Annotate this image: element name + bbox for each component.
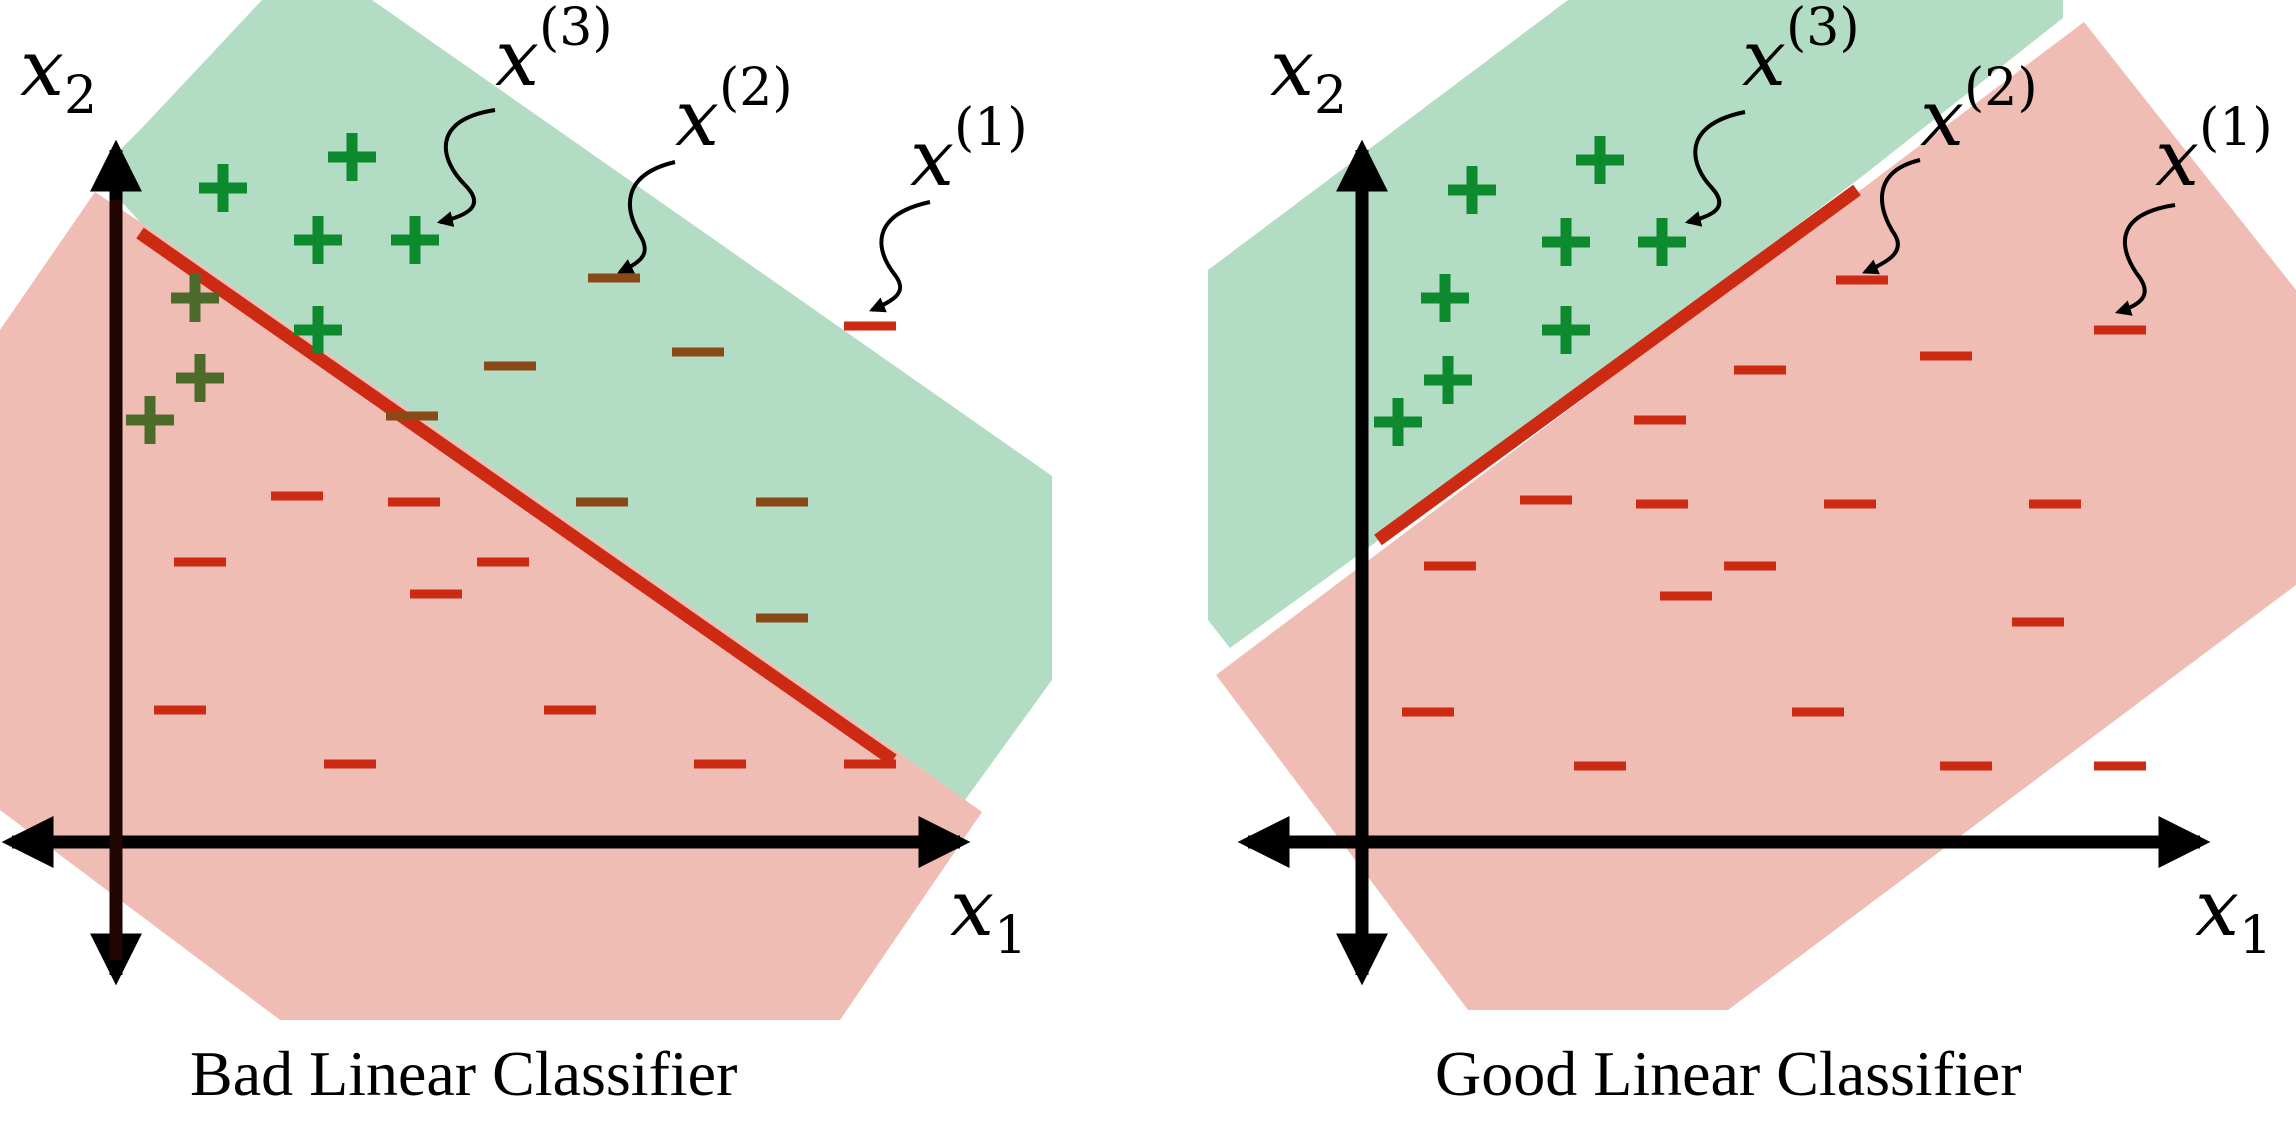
axes <box>1 139 2211 986</box>
callout-arrow <box>2114 203 2176 316</box>
panel-good <box>1208 0 2296 1010</box>
positive-sample <box>294 306 342 354</box>
positive-sample <box>199 164 247 212</box>
positive-sample <box>171 274 219 322</box>
callout-label-x3: x(3) <box>1742 0 1860 104</box>
callouts <box>436 108 2176 316</box>
positive-sample <box>176 354 224 402</box>
positive-sample <box>391 216 439 264</box>
callout-label-x1: x(1) <box>2155 98 2273 204</box>
panel-caption: Good Linear Classifier <box>1435 1038 2022 1109</box>
positive-sample <box>1576 136 1624 184</box>
callout-label-x2: x(2) <box>675 58 793 164</box>
positive-sample <box>1638 218 1686 266</box>
callout-arrow <box>617 160 676 274</box>
callout-label-x2: x(2) <box>1920 58 2038 164</box>
negative-region <box>1216 22 2296 1010</box>
panel-bad <box>0 0 1052 1020</box>
y-axis-label: x2 <box>1270 24 1347 126</box>
decision-boundary <box>1374 184 1861 546</box>
callout-arrow <box>869 200 931 313</box>
positive-sample <box>1424 356 1472 404</box>
y-axis-label: x2 <box>20 24 97 126</box>
callout-label-x1: x(1) <box>910 98 1028 204</box>
panel-caption: Bad Linear Classifier <box>190 1038 737 1109</box>
negative-region <box>0 192 982 1020</box>
callout-arrow <box>1684 110 1746 227</box>
positive-region <box>120 0 1052 800</box>
positive-sample <box>294 216 342 264</box>
positive-sample <box>328 133 376 181</box>
callout-arrow <box>1862 158 1921 275</box>
positive-sample <box>1421 274 1469 322</box>
callout-label-x3: x(3) <box>495 0 613 104</box>
positive-sample <box>1542 218 1590 266</box>
decision-boundary <box>136 227 897 766</box>
positive-sample <box>1542 306 1590 354</box>
data-points <box>126 133 2146 771</box>
positive-sample <box>1448 166 1496 214</box>
positive-region <box>1208 0 2063 648</box>
x-axis-label: x1 <box>2195 864 2272 966</box>
x-axis-label: x1 <box>950 864 1027 966</box>
callout-arrow <box>436 108 496 227</box>
